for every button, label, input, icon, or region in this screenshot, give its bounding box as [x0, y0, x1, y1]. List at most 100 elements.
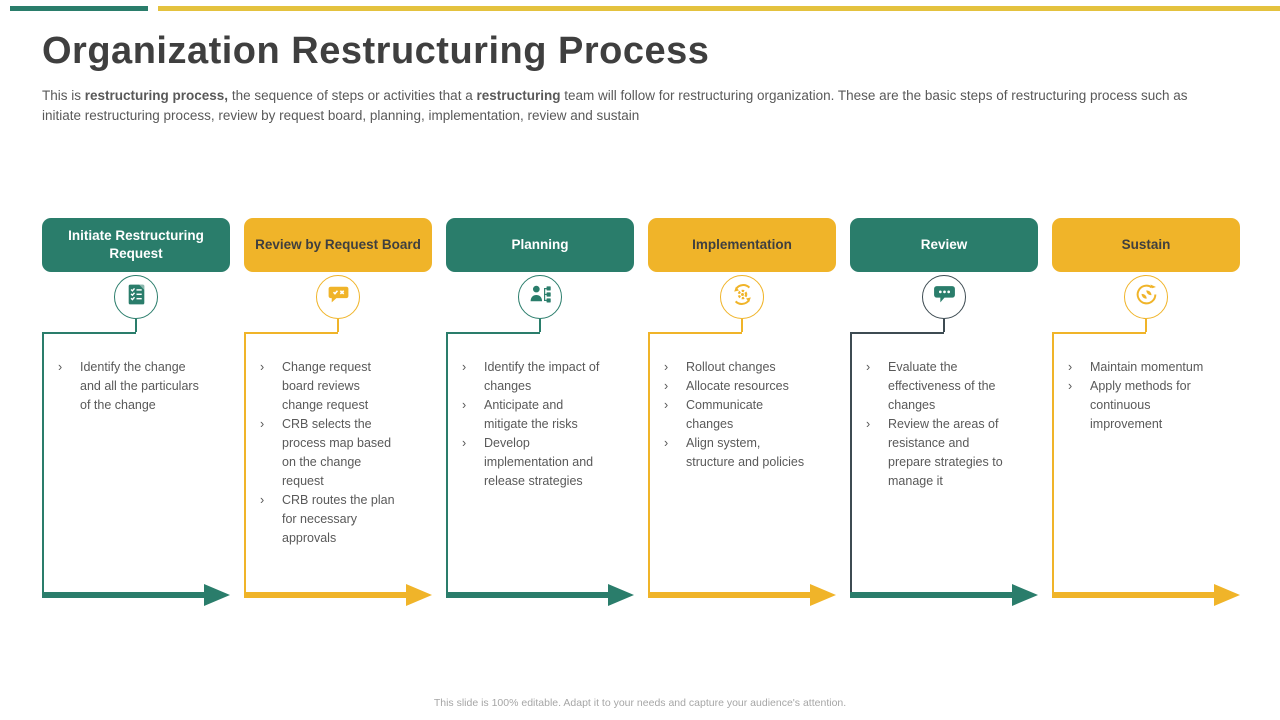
process-step-column-4: Implementation ›Rollout changes›Allocate… — [648, 218, 836, 618]
gear-sync-icon — [730, 282, 755, 312]
bullet-item: › Change request board reviews change req… — [260, 358, 410, 415]
bullet-item: › CRB selects the process map based on th… — [260, 415, 410, 491]
connector-vertical-line — [42, 332, 44, 595]
bullet-item: › CRB routes the plan for necessary appro… — [260, 491, 410, 548]
subtitle-text: This is — [42, 88, 85, 103]
bullet-text: Allocate resources — [686, 379, 789, 393]
connector-vertical-line — [244, 332, 246, 595]
subtitle-text: the sequence of steps or activities that… — [228, 88, 477, 103]
bullet-marker: › — [462, 436, 467, 450]
step-header: Review by Request Board — [244, 218, 432, 272]
bullet-item: ›Apply methods for continuous improvemen… — [1068, 377, 1218, 434]
bullet-item: › Communicate changes — [664, 396, 814, 434]
step-title: Sustain — [1121, 237, 1171, 253]
checklist-icon — [124, 282, 149, 312]
step-header: Review — [850, 218, 1038, 272]
step-arrow-head — [810, 584, 836, 606]
bullet-text: Evaluate the effectiveness of the change… — [888, 360, 996, 412]
bullet-marker: › — [664, 379, 669, 393]
bullet-marker: › — [260, 417, 265, 431]
bullet-text: CRB selects the process map based on the… — [282, 417, 392, 488]
bullet-text: Maintain momentum — [1090, 360, 1204, 374]
step-title: Initiate Restructuring Request — [68, 228, 204, 261]
step-arrow-shaft — [446, 592, 608, 598]
top-accent-bar-teal — [10, 6, 148, 11]
step-bullet-list: › Evaluate the effectiveness of the chang… — [866, 358, 1016, 491]
bullet-item: ›Anticipate and mitigate the risks — [462, 396, 612, 434]
process-step-column-5: Review › Evaluate the effectiveness of th… — [850, 218, 1038, 618]
step-icon-circle — [518, 275, 562, 319]
footer-note: This slide is 100% editable. Adapt it to… — [433, 697, 847, 709]
step-arrow-shaft — [850, 592, 1012, 598]
person-orgchart-icon — [528, 282, 553, 312]
step-header: Planning — [446, 218, 634, 272]
step-icon-circle — [316, 275, 360, 319]
icon-connector-stem — [539, 319, 541, 332]
step-title: Implementation — [692, 237, 792, 253]
subtitle-bold-text: restructuring — [476, 88, 561, 103]
step-icon-circle — [114, 275, 158, 319]
bullet-marker: › — [462, 360, 467, 374]
step-arrow-head — [204, 584, 230, 606]
step-arrow-shaft — [244, 592, 406, 598]
step-arrow-head — [1214, 584, 1240, 606]
bullet-marker: › — [260, 493, 265, 507]
subtitle-bold-text: restructuring process, — [84, 88, 229, 103]
icon-connector-stem — [1145, 319, 1147, 332]
connector-horizontal-line — [446, 332, 540, 334]
step-bullet-list: ›Rollout changes›Allocate resources›Comm… — [664, 358, 814, 472]
process-step-column-1: Initiate Restructuring Request › Identify… — [42, 218, 230, 618]
icon-connector-stem — [135, 319, 137, 332]
top-accent-bar-yellow — [158, 6, 1280, 11]
bullet-item: ›Develop implementation and release stra… — [462, 434, 612, 491]
bullet-marker: › — [1068, 360, 1073, 374]
slide-subtitle: This is restructuring process, the seque… — [42, 86, 1222, 127]
step-arrow-head — [1012, 584, 1038, 606]
step-title: Planning — [511, 237, 569, 253]
bullet-marker: › — [664, 360, 669, 374]
connector-horizontal-line — [42, 332, 136, 334]
step-icon-circle — [922, 275, 966, 319]
eco-cycle-icon — [1134, 282, 1159, 312]
step-arrow-shaft — [42, 592, 204, 598]
step-header: Implementation — [648, 218, 836, 272]
bullet-marker: › — [1068, 379, 1073, 393]
bullet-marker: › — [664, 398, 669, 412]
bullet-marker: › — [58, 360, 63, 374]
bullet-text: Review the areas of resistance and prepa… — [888, 417, 1003, 488]
bullet-item: ›Align system, structure and policies — [664, 434, 814, 472]
bullet-text: Align system, structure and policies — [686, 436, 805, 469]
process-step-column-2: Review by Request Board › Change request … — [244, 218, 432, 618]
step-arrow-head — [406, 584, 432, 606]
connector-horizontal-line — [244, 332, 338, 334]
bullet-text: CRB routes the plan for necessary approv… — [282, 493, 395, 545]
connector-vertical-line — [1052, 332, 1054, 595]
bullet-item: ›Review the areas of resistance and prep… — [866, 415, 1016, 491]
bullet-text: Change request board reviews change requ… — [282, 360, 371, 412]
step-arrow-head — [608, 584, 634, 606]
icon-connector-stem — [943, 319, 945, 332]
process-columns: Initiate Restructuring Request › Identify… — [0, 218, 1280, 618]
page-title: Organization Restructuring Process — [42, 30, 710, 72]
bullet-item: › Evaluate the effectiveness of the chang… — [866, 358, 1016, 415]
step-bullet-list: › Identify the change and all the particu… — [58, 358, 208, 415]
bullet-item: › Maintain momentum — [1068, 358, 1218, 377]
process-step-column-3: Planning ›Identify the impact of changes… — [446, 218, 634, 618]
step-title: Review by Request Board — [255, 237, 421, 253]
bullet-text: Identify the change and all the particul… — [80, 360, 199, 412]
step-header: Sustain — [1052, 218, 1240, 272]
bullet-item: ›Rollout changes — [664, 358, 814, 377]
bullet-marker: › — [462, 398, 467, 412]
step-bullet-list: › Change request board reviews change req… — [260, 358, 410, 548]
icon-connector-stem — [337, 319, 339, 332]
connector-vertical-line — [850, 332, 852, 595]
connector-vertical-line — [446, 332, 448, 595]
connector-horizontal-line — [1052, 332, 1146, 334]
connector-horizontal-line — [850, 332, 944, 334]
bullet-text: Communicate changes — [686, 398, 764, 431]
process-step-column-6: Sustain › Maintain momentum ›Apply methods… — [1052, 218, 1240, 618]
step-icon-circle — [720, 275, 764, 319]
bullet-marker: › — [866, 360, 871, 374]
bullet-marker: › — [260, 360, 265, 374]
